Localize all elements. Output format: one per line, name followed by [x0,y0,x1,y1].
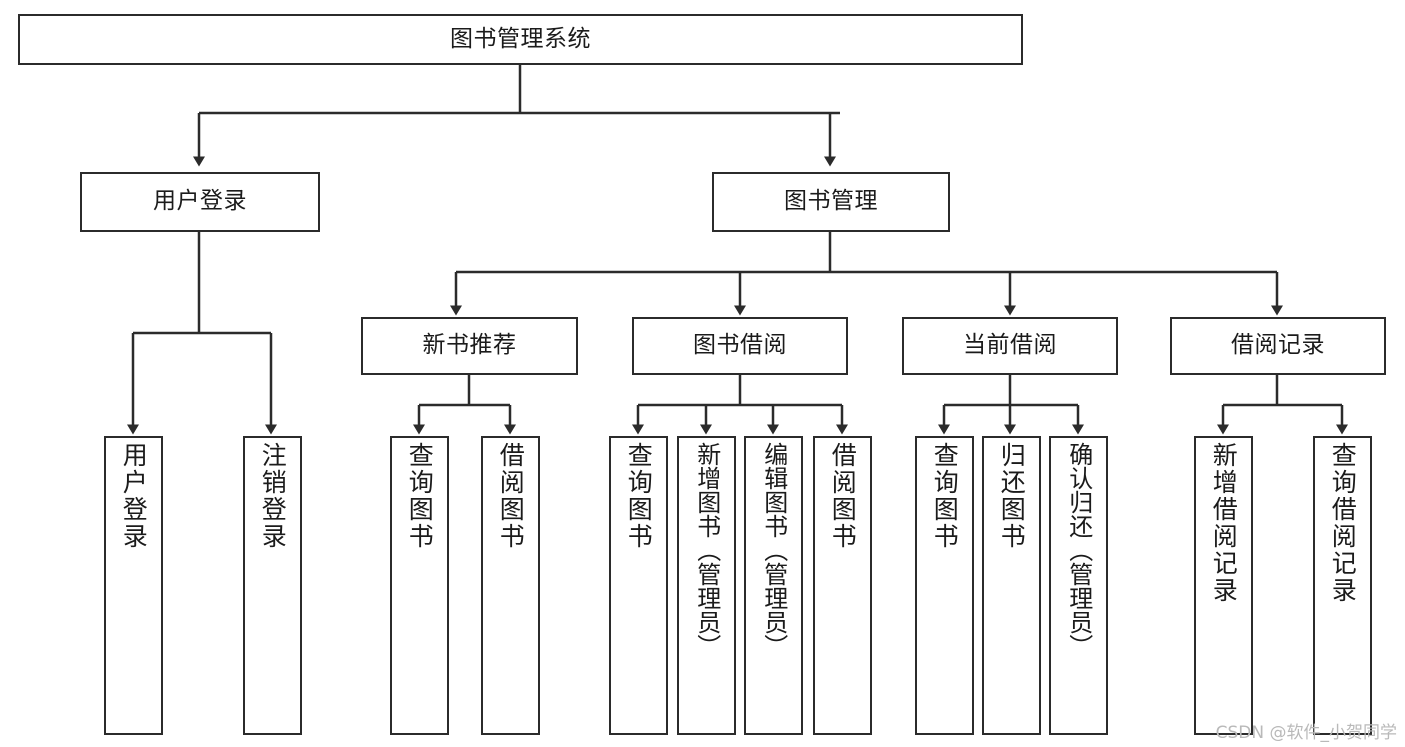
node-label: 查询图书 [930,442,960,550]
leaf-logout[interactable]: 注销登录 [243,436,302,735]
node-label: 当前借阅 [963,332,1057,359]
node-label: 确认归还（管理员） [1064,442,1093,658]
node-label: 图书管理系统 [450,25,591,52]
node-user-login[interactable]: 用户登录 [80,172,320,232]
node-label: 编辑图书（管理员） [759,442,788,658]
node-label: 归还图书 [997,442,1027,550]
leaf-add-borrow-record[interactable]: 新增借阅记录 [1194,436,1253,735]
watermark: CSDN @软件_小贺同学 [1215,723,1397,743]
leaf-confirm-return-admin[interactable]: 确认归还（管理员） [1049,436,1108,735]
node-label: 用户登录 [153,188,247,215]
node-new-book-recommendation[interactable]: 新书推荐 [361,317,578,375]
node-book-management[interactable]: 图书管理 [712,172,950,232]
node-root-book-management-system[interactable]: 图书管理系统 [18,14,1023,65]
node-label: 图书管理 [784,188,878,215]
leaf-borrow-book[interactable]: 借阅图书 [813,436,872,735]
node-label: 查询图书 [624,442,654,550]
leaf-edit-book-admin[interactable]: 编辑图书（管理员） [744,436,803,735]
node-book-borrowing[interactable]: 图书借阅 [632,317,848,375]
leaf-search-book-recommend[interactable]: 查询图书 [390,436,449,735]
leaf-borrow-book-recommend[interactable]: 借阅图书 [481,436,540,735]
node-current-borrowing[interactable]: 当前借阅 [902,317,1118,375]
node-label: 借阅图书 [828,442,858,550]
node-label: 借阅图书 [496,442,526,550]
node-borrowing-record[interactable]: 借阅记录 [1170,317,1386,375]
node-label: 注销登录 [258,442,288,550]
leaf-search-book-borrow[interactable]: 查询图书 [609,436,668,735]
leaf-return-book[interactable]: 归还图书 [982,436,1041,735]
leaf-user-login[interactable]: 用户登录 [104,436,163,735]
node-label: 查询图书 [405,442,435,550]
node-label: 查询借阅记录 [1328,442,1358,604]
leaf-search-borrow-record[interactable]: 查询借阅记录 [1313,436,1372,735]
node-label: 新增借阅记录 [1209,442,1239,604]
node-label: 新书推荐 [422,332,517,359]
leaf-search-book-current[interactable]: 查询图书 [915,436,974,735]
node-label: 用户登录 [119,442,149,550]
node-label: 借阅记录 [1231,332,1325,359]
node-label: 图书借阅 [693,332,787,359]
node-label: 新增图书（管理员） [692,442,721,658]
leaf-add-book-admin[interactable]: 新增图书（管理员） [677,436,736,735]
